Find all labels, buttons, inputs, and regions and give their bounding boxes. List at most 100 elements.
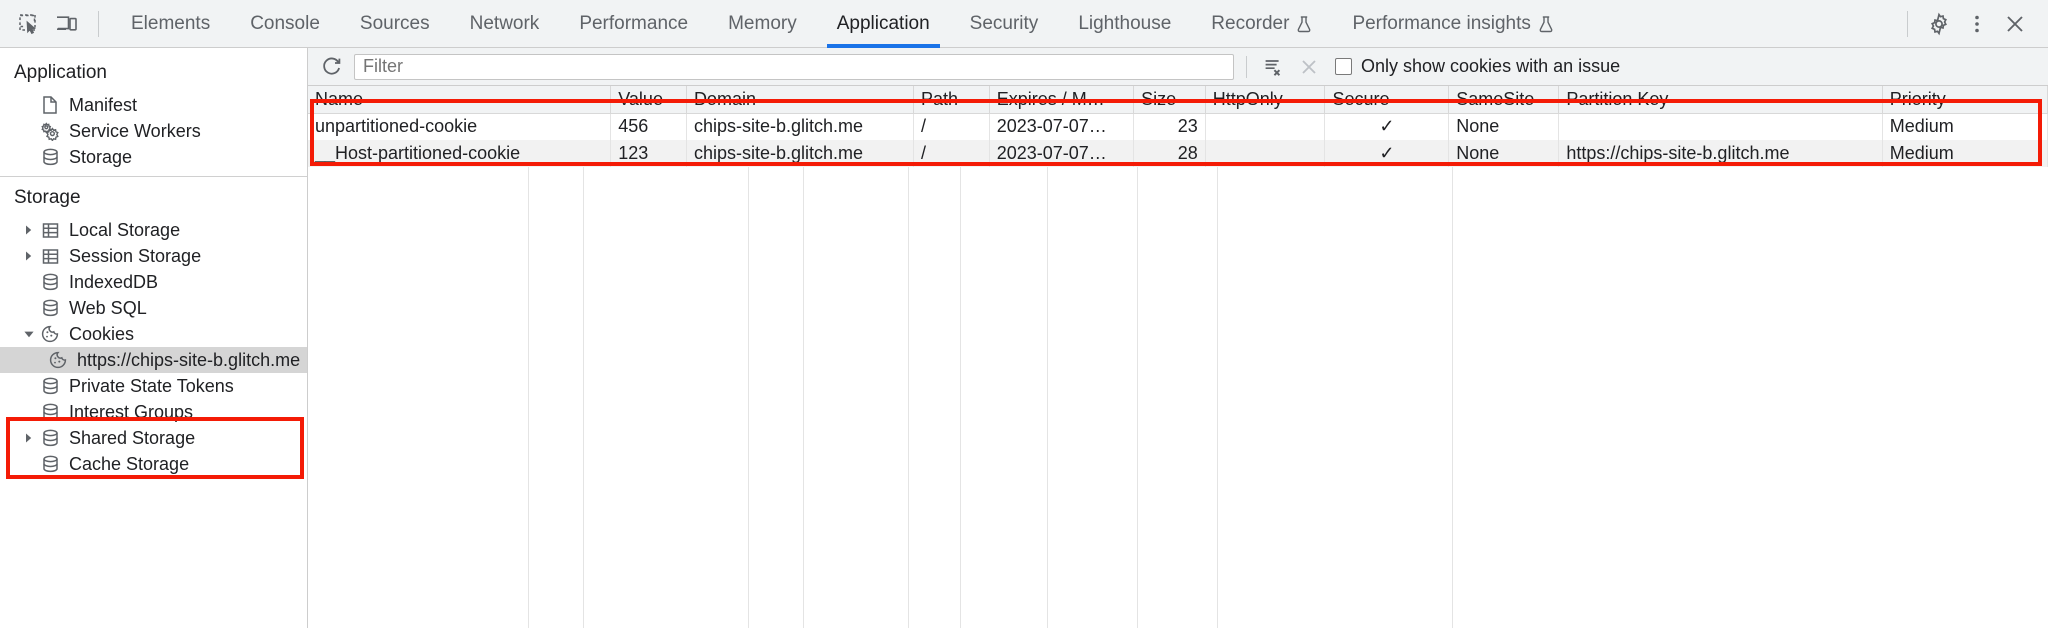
tabbar-right-divider [1907, 10, 1908, 37]
cell-value[interactable]: 456 [610, 113, 687, 140]
cell-name[interactable]: unpartitioned-cookie [308, 113, 612, 140]
cookies-table: Name Value Domain Path Expires / M… Size… [308, 86, 2048, 167]
cell-path[interactable]: / [913, 113, 990, 140]
col-header-value[interactable]: Value [610, 86, 687, 114]
chevron-right-icon[interactable] [20, 224, 38, 236]
sidebar-item-indexeddb[interactable]: IndexedDB [0, 269, 307, 295]
col-header-path[interactable]: Path [913, 86, 990, 114]
more-options-icon[interactable] [1958, 5, 1996, 43]
panel-tabs: Elements Console Sources Network Perform… [111, 0, 1574, 48]
database-icon [38, 298, 62, 318]
sidebar-item-label: Web SQL [69, 298, 147, 318]
tab-performance-insights[interactable]: Performance insights [1332, 0, 1573, 48]
cell-priority[interactable]: Medium [1882, 140, 2048, 167]
clear-filter-icon[interactable] [1295, 53, 1323, 81]
cell-domain[interactable]: chips-site-b.glitch.me [686, 140, 915, 167]
only-issues-checkbox[interactable] [1335, 58, 1352, 75]
cell-httponly[interactable] [1205, 113, 1326, 140]
refresh-icon[interactable] [318, 53, 346, 81]
cell-partitionkey[interactable]: https://chips-site-b.glitch.me [1558, 140, 1883, 167]
tab-security[interactable]: Security [950, 0, 1059, 48]
cell-samesite[interactable]: None [1448, 140, 1560, 167]
tab-lighthouse[interactable]: Lighthouse [1058, 0, 1191, 48]
col-header-partitionkey[interactable]: Partition Key [1558, 86, 1883, 114]
sidebar-item-interest-groups[interactable]: Interest Groups [0, 399, 307, 425]
table-header-row: Name Value Domain Path Expires / M… Size… [308, 86, 2048, 114]
cell-secure[interactable]: ✓ [1324, 113, 1450, 140]
sidebar-item-web-sql[interactable]: Web SQL [0, 295, 307, 321]
tab-application[interactable]: Application [817, 0, 950, 48]
tab-memory[interactable]: Memory [708, 0, 817, 48]
sidebar-section-title-storage: Storage [14, 187, 81, 208]
search-input[interactable] [354, 53, 1234, 80]
cell-name[interactable]: __Host-partitioned-cookie [308, 140, 612, 167]
cookies-table-body: unpartitioned-cookie 456 chips-site-b.gl… [308, 113, 2048, 167]
col-header-size[interactable]: Size [1133, 86, 1206, 114]
sidebar-item-cookie-origin[interactable]: https://chips-site-b.glitch.me [0, 347, 307, 373]
cell-size[interactable]: 28 [1133, 140, 1206, 167]
col-header-httponly[interactable]: HttpOnly [1205, 86, 1326, 114]
sidebar-item-session-storage[interactable]: Session Storage [0, 243, 307, 269]
cell-size[interactable]: 23 [1133, 113, 1206, 140]
tab-label: Console [250, 12, 320, 34]
tab-sources[interactable]: Sources [340, 0, 450, 48]
database-icon [38, 402, 62, 422]
cell-partitionkey[interactable] [1558, 113, 1883, 140]
sidebar-item-manifest[interactable]: Manifest [0, 92, 307, 118]
chevron-right-icon[interactable] [20, 250, 38, 262]
tabbar-divider [98, 10, 99, 37]
sidebar-item-label: IndexedDB [69, 272, 159, 292]
tab-network[interactable]: Network [450, 0, 560, 48]
settings-gear-icon[interactable] [1920, 5, 1958, 43]
col-header-domain[interactable]: Domain [686, 86, 915, 114]
sidebar-item-shared-storage[interactable]: Shared Storage [0, 425, 307, 451]
cell-secure[interactable]: ✓ [1324, 140, 1450, 167]
experimental-flask-icon [1296, 15, 1312, 33]
cell-expires[interactable]: 2023-07-07… [989, 113, 1135, 140]
col-header-samesite[interactable]: SameSite [1448, 86, 1560, 114]
close-devtools-icon[interactable] [1996, 5, 2034, 43]
cell-httponly[interactable] [1205, 140, 1326, 167]
col-header-priority[interactable]: Priority [1882, 86, 2048, 114]
device-toolbar-icon[interactable] [48, 5, 86, 43]
table-row[interactable]: unpartitioned-cookie 456 chips-site-b.gl… [308, 113, 2048, 140]
cell-expires[interactable]: 2023-07-07… [989, 140, 1135, 167]
only-issues-checkbox-wrapper[interactable]: Only show cookies with an issue [1335, 56, 1620, 77]
sidebar-item-local-storage[interactable]: Local Storage [0, 217, 307, 243]
sidebar-item-label: Private State Tokens [69, 376, 234, 396]
sidebar-item-private-state-tokens[interactable]: Private State Tokens [0, 373, 307, 399]
col-header-name[interactable]: Name [308, 86, 612, 114]
chevron-down-icon[interactable] [20, 329, 38, 339]
table-row[interactable]: __Host-partitioned-cookie 123 chips-site… [308, 140, 2048, 167]
tab-console[interactable]: Console [230, 0, 340, 48]
inspect-element-icon[interactable] [10, 5, 48, 43]
sidebar-item-label: Cookies [69, 324, 135, 344]
sidebar-item-service-workers[interactable]: Service Workers [0, 118, 307, 144]
cookies-table-region: Name Value Domain Path Expires / M… Size… [308, 86, 2048, 628]
tab-recorder[interactable]: Recorder [1191, 0, 1332, 48]
sidebar-item-storage[interactable]: Storage [0, 144, 307, 170]
clear-all-cookies-icon[interactable] [1259, 53, 1287, 81]
cell-domain[interactable]: chips-site-b.glitch.me [686, 113, 915, 140]
tab-label: Security [969, 12, 1039, 34]
tab-label: Network [469, 12, 540, 34]
tabbar-right-controls [1895, 5, 2048, 43]
col-header-secure[interactable]: Secure [1324, 86, 1450, 114]
tab-elements[interactable]: Elements [111, 0, 230, 48]
cell-samesite[interactable]: None [1448, 113, 1560, 140]
col-header-expires[interactable]: Expires / M… [989, 86, 1135, 114]
cell-value[interactable]: 123 [610, 140, 687, 167]
tab-performance[interactable]: Performance [559, 0, 708, 48]
tab-label: Memory [728, 12, 797, 34]
chevron-right-icon[interactable] [20, 432, 38, 444]
cell-path[interactable]: / [913, 140, 990, 167]
sidebar-item-cookies[interactable]: Cookies [0, 321, 307, 347]
cookies-table-head: Name Value Domain Path Expires / M… Size… [308, 86, 2048, 114]
cookies-filter-toolbar: Only show cookies with an issue [308, 48, 2048, 86]
devtools-body: Application Manifest [0, 48, 2048, 628]
tab-label: Elements [131, 12, 211, 34]
sidebar-item-cache-storage[interactable]: Cache Storage [0, 451, 307, 477]
cell-priority[interactable]: Medium [1882, 113, 2048, 140]
sidebar-item-label: https://chips-site-b.glitch.me [77, 350, 301, 370]
